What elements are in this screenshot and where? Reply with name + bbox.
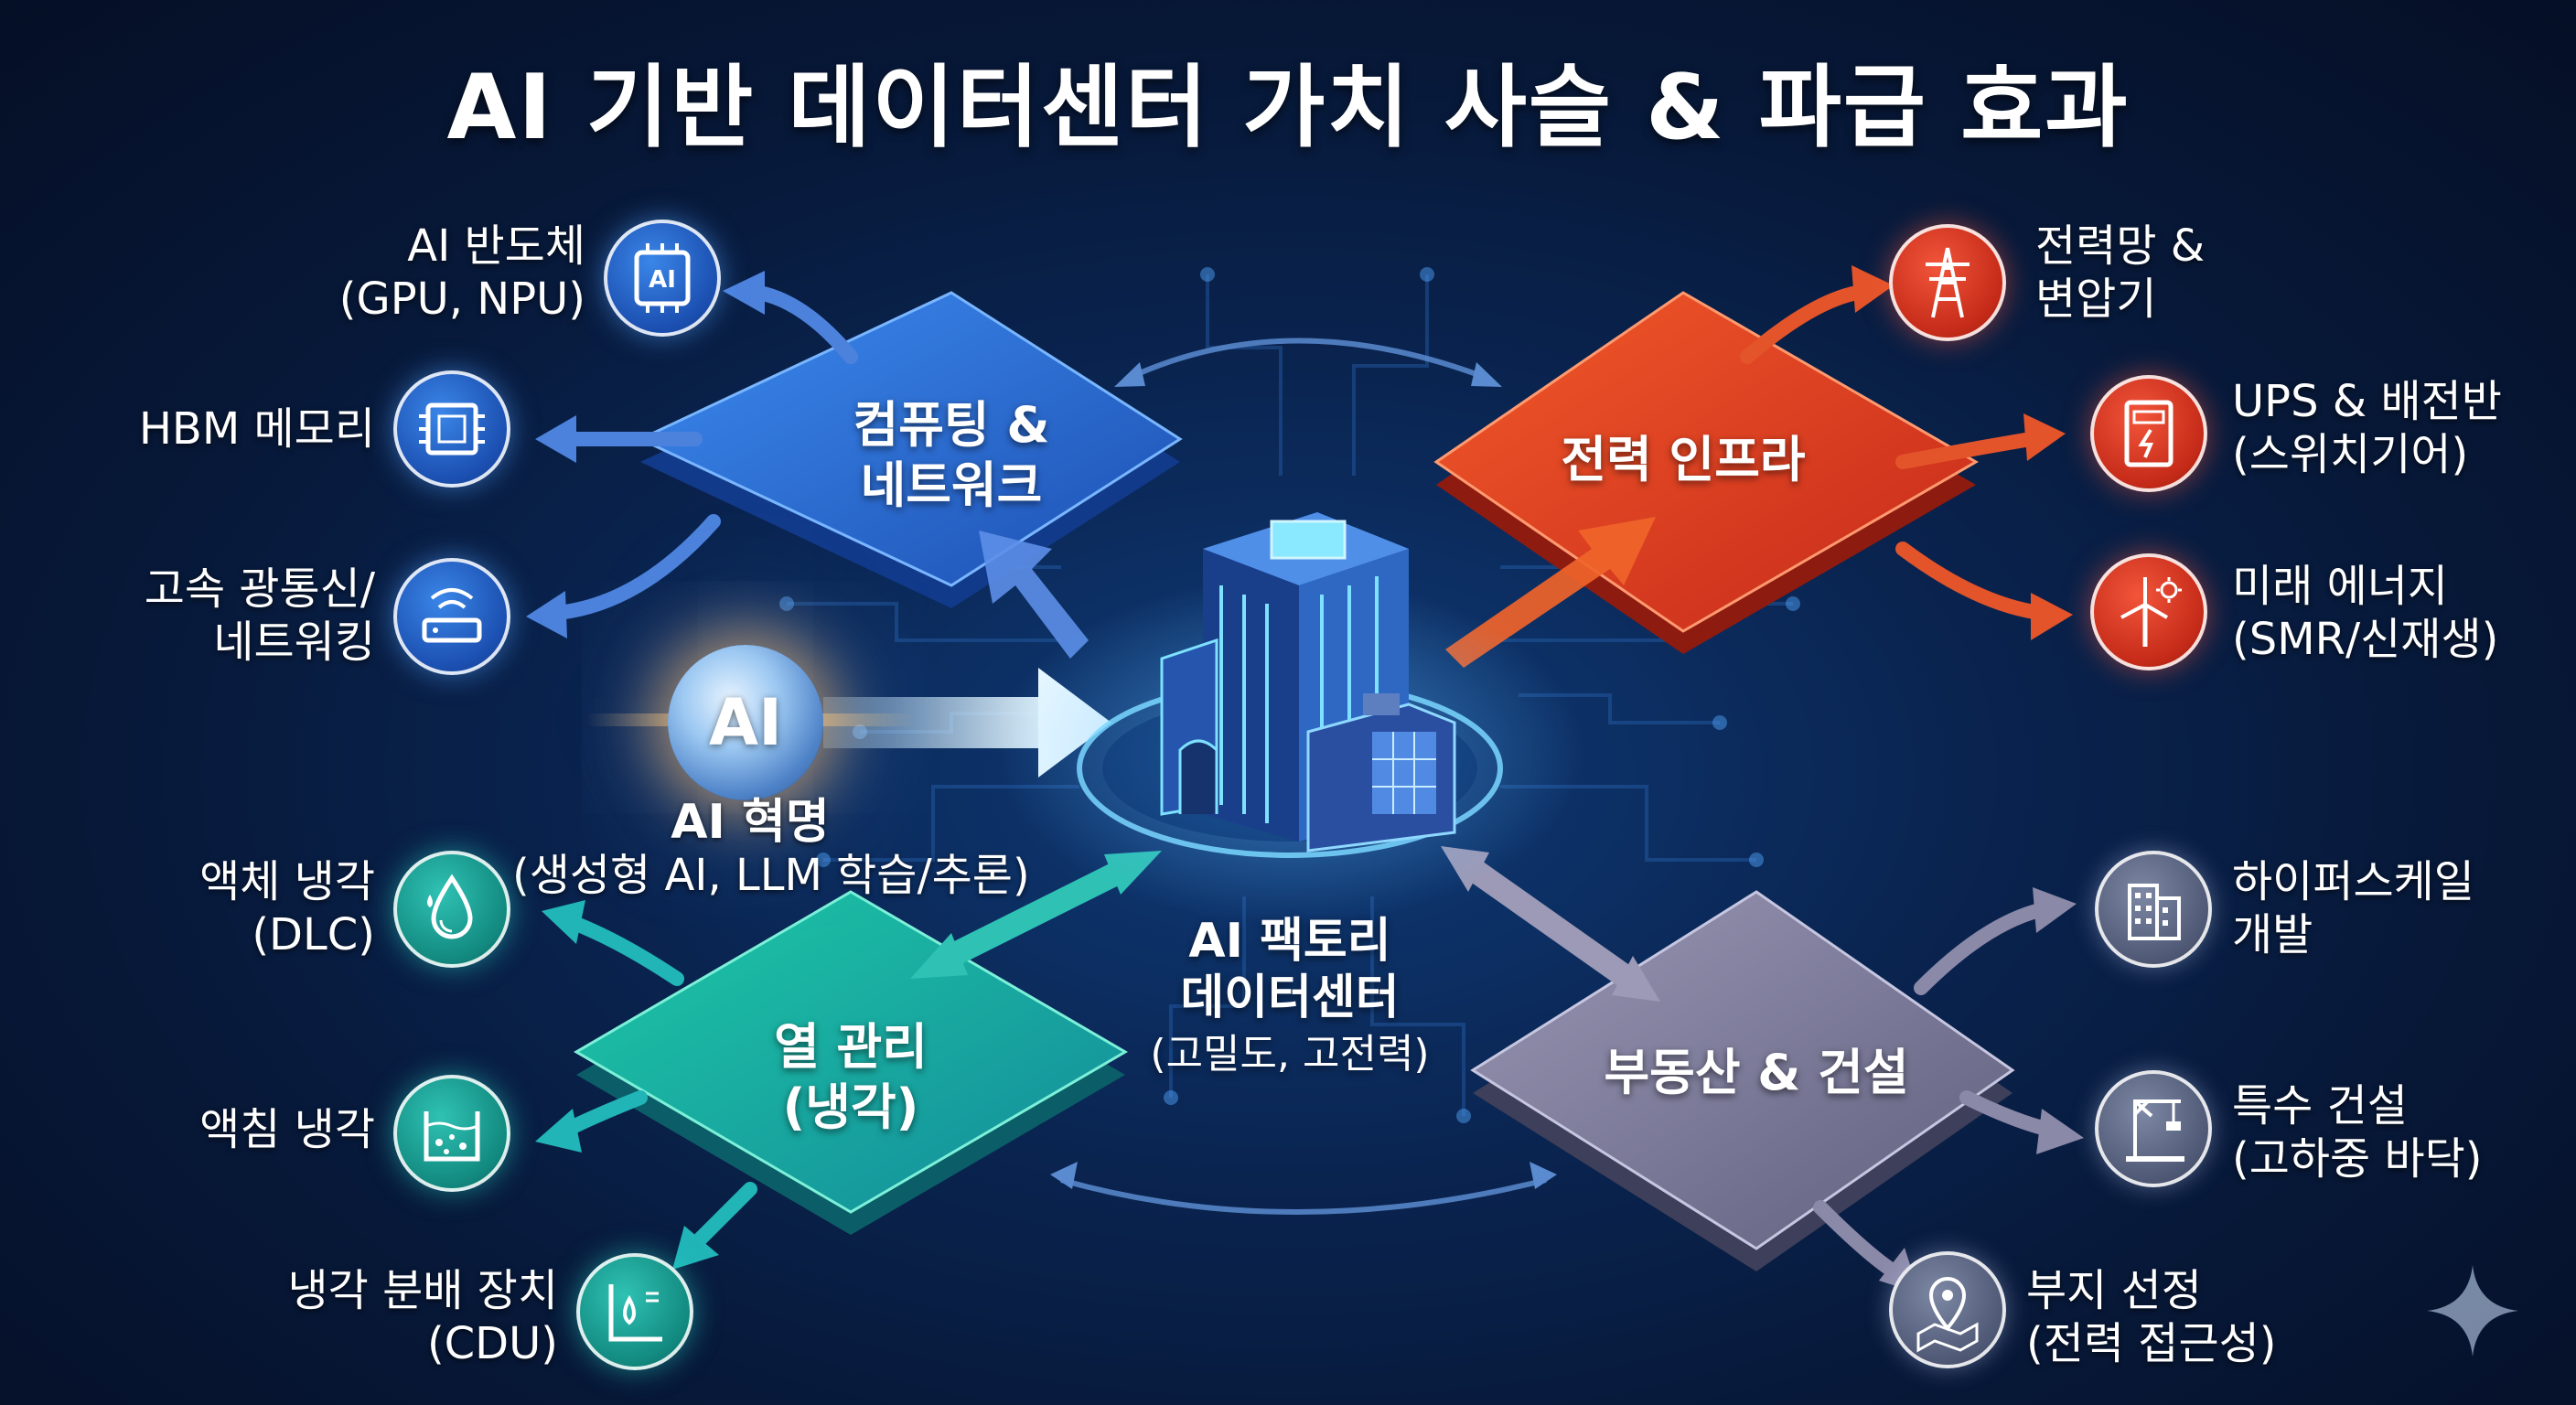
hub-cooling-label: 열 관리 (냉각): [704, 1017, 997, 1138]
sparkle-icon: [2427, 1265, 2518, 1357]
item-label: 하이퍼스케일: [2232, 856, 2474, 907]
item-sub: (CDU): [426, 1318, 558, 1369]
water-drop-icon: [393, 851, 510, 968]
ai-source-title: AI 혁명: [671, 795, 830, 850]
realestate-item-site: 부지 선정 (전력 접근성): [2026, 1264, 2356, 1370]
hub-computing-line1: 컴퓨팅 &: [853, 396, 1050, 454]
hub-power-label: 전력 인프라: [1561, 431, 1806, 488]
router-icon: [393, 558, 510, 675]
item-label: 액체 냉각: [199, 856, 375, 907]
hub-realestate-label: 부동산 & 건설: [1604, 1044, 1909, 1101]
ai-source-sub: (생성형 AI, LLM 학습/추론): [512, 850, 1030, 901]
hub-cooling-line1: 열 관리: [774, 1018, 928, 1076]
realestate-item-construction: 특수 건설 (고하중 바닥): [2232, 1079, 2561, 1185]
cooling-item-dlc: 액체 냉각 (DLC): [101, 855, 375, 961]
switchgear-icon: [2090, 375, 2207, 492]
hub-computing-diamond: [637, 291, 1183, 608]
computing-item-optical: 고속 광통신/ 네트워킹: [101, 563, 375, 669]
wind-turbine-icon: [2090, 553, 2207, 670]
memory-chip-icon: [393, 370, 510, 488]
item-label: AI 반도체: [407, 220, 585, 272]
item-label: 냉각 분배 장치: [287, 1265, 558, 1316]
hub-computing-label: 컴퓨팅 & 네트워크: [787, 395, 1116, 516]
ai-source-label: AI 혁명 (생성형 AI, LLM 학습/추론): [512, 795, 1030, 902]
item-label: 특수 건설: [2232, 1080, 2408, 1132]
immersion-tank-icon: [393, 1075, 510, 1192]
power-item-ups: UPS & 배전반 (스위치기어): [2232, 375, 2561, 481]
center-to-computing-arrow: [979, 531, 1089, 659]
ai-chip-icon: AI: [604, 220, 721, 337]
hub-cooling-line2: (냉각): [782, 1078, 919, 1136]
computing-item-ai-chip: AI 반도체 (GPU, NPU): [274, 220, 585, 326]
hub-cooling-diamond: [574, 890, 1128, 1235]
item-sub: (GPU, NPU): [338, 273, 585, 325]
item-label: 전력망 &: [2035, 220, 2206, 272]
item-sub: (고하중 바닥): [2232, 1133, 2483, 1185]
center-label: AI 팩토리 데이터센터 (고밀도, 고전력): [1125, 913, 1454, 1083]
svg-text:AI: AI: [649, 266, 676, 294]
center-line1: AI 팩토리: [1188, 914, 1391, 969]
power-tower-icon: [1889, 224, 2006, 341]
item-label: UPS & 배전반: [2232, 376, 2502, 427]
crane-icon: [2095, 1070, 2212, 1187]
item-sub: (스위치기어): [2232, 429, 2469, 480]
map-pin-icon: [1889, 1251, 2006, 1368]
item-sub: (전력 접근성): [2026, 1318, 2277, 1369]
item-label: HBM 메모리: [138, 403, 375, 455]
cdu-icon: [576, 1253, 693, 1370]
cooling-item-immersion: 액침 냉각: [101, 1103, 375, 1156]
item-label: 액침 냉각: [199, 1104, 375, 1155]
hub-connector-arcs: [1060, 338, 1547, 1215]
item-label: 미래 에너지: [2232, 561, 2449, 612]
cooling-item-cdu: 냉각 분배 장치 (CDU): [229, 1264, 558, 1370]
hub-realestate-diamond: [1470, 890, 2015, 1271]
item-sub: (SMR/신재생): [2232, 614, 2499, 665]
center-line2: 데이터센터: [1180, 971, 1400, 1025]
item-sub: (DLC): [252, 909, 375, 960]
datacenter-building-icon: [1160, 512, 1456, 853]
hub-computing-line2: 네트워크: [860, 456, 1043, 514]
power-item-grid: 전력망 & 변압기: [2035, 220, 2310, 326]
item-sub: 네트워킹: [213, 617, 375, 668]
ai-orb-icon: AI: [668, 645, 823, 800]
power-item-future-energy: 미래 에너지 (SMR/신재생): [2232, 560, 2561, 666]
center-sub: (고밀도, 고전력): [1150, 1031, 1430, 1078]
item-label: 부지 선정: [2026, 1265, 2202, 1316]
computing-item-hbm: HBM 메모리: [91, 402, 375, 456]
building-icon: [2095, 851, 2212, 968]
realestate-item-hyperscale: 하이퍼스케일 개발: [2232, 855, 2561, 961]
item-sub: 변압기: [2035, 273, 2157, 325]
page-title: AI 기반 데이터센터 가치 사슬 & 파급 효과: [446, 56, 2130, 160]
item-sub: 개발: [2232, 909, 2313, 960]
item-label: 고속 광통신/: [144, 563, 375, 615]
